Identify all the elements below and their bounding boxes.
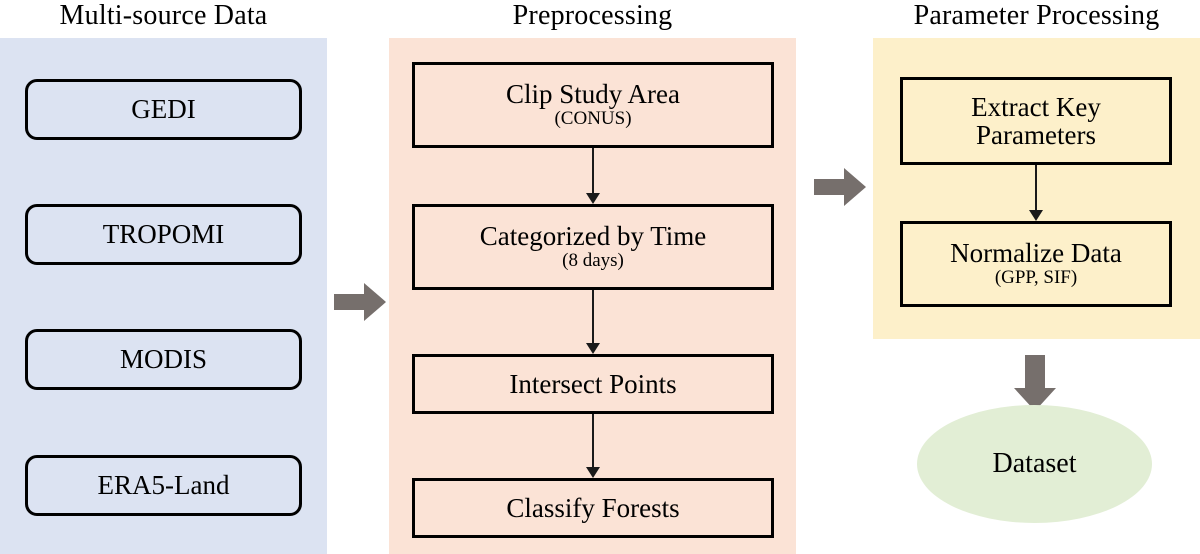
node-intersect-points-label: Intersect Points — [509, 368, 677, 399]
connector-intersect-to-classify — [412, 414, 774, 478]
node-era5-land-label: ERA5-Land — [97, 470, 230, 501]
node-clip-study-area[interactable]: Clip Study Area (CONUS) — [412, 62, 774, 148]
arrow-right-icon-stage1-to-stage2 — [334, 282, 386, 322]
node-normalize-data[interactable]: Normalize Data (GPP, SIF) — [900, 221, 1172, 307]
node-intersect-points[interactable]: Intersect Points — [412, 354, 774, 414]
node-extract-key-parameters[interactable]: Extract Key Parameters — [900, 77, 1172, 165]
column-title-multi-source: Multi-source Data — [59, 0, 268, 31]
node-normalize-data-sublabel: (GPP, SIF) — [994, 267, 1078, 289]
node-categorized-by-time[interactable]: Categorized by Time (8 days) — [412, 204, 774, 290]
node-dataset-output[interactable]: Dataset — [917, 405, 1152, 523]
node-classify-forests[interactable]: Classify Forests — [412, 478, 774, 538]
node-clip-study-area-label: Clip Study Area — [506, 79, 680, 110]
node-normalize-data-label: Normalize Data — [950, 238, 1122, 269]
node-modis[interactable]: MODIS — [25, 329, 302, 390]
node-extract-key-parameters-label: Extract Key Parameters — [971, 91, 1101, 150]
column-title-preprocessing: Preprocessing — [512, 0, 673, 31]
node-categorized-by-time-sublabel: (8 days) — [562, 250, 624, 272]
node-tropomi[interactable]: TROPOMI — [25, 204, 302, 265]
column-title-parameter-processing: Parameter Processing — [913, 0, 1160, 31]
arrow-right-icon-stage2-to-stage3 — [814, 167, 866, 207]
node-clip-study-area-sublabel: (CONUS) — [554, 108, 632, 130]
node-classify-forests-label: Classify Forests — [506, 492, 680, 523]
node-gedi-label: GEDI — [131, 94, 196, 125]
node-modis-label: MODIS — [119, 344, 207, 375]
node-era5-land[interactable]: ERA5-Land — [25, 455, 302, 516]
arrow-down-icon-stage3-to-dataset — [1013, 355, 1057, 411]
connector-categorized-to-intersect — [412, 290, 774, 354]
node-tropomi-label: TROPOMI — [102, 219, 225, 250]
connector-clip-to-categorized — [412, 148, 774, 204]
node-dataset-output-label: Dataset — [992, 448, 1077, 479]
node-gedi[interactable]: GEDI — [25, 79, 302, 140]
node-categorized-by-time-label: Categorized by Time — [479, 221, 707, 252]
connector-extract-to-normalize — [900, 165, 1172, 221]
